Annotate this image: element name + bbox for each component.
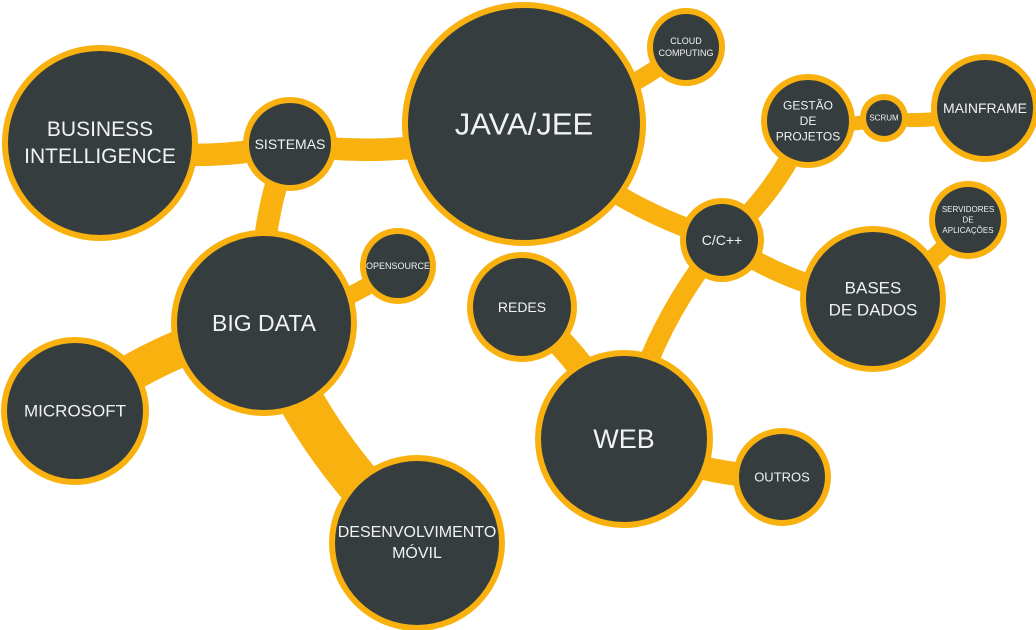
node-circle-microsoft — [7, 343, 143, 479]
node-redes[interactable]: REDES — [473, 258, 571, 356]
node-circle-sistemas — [249, 103, 331, 185]
node-sistemas[interactable]: SISTEMAS — [249, 103, 331, 185]
node-circle-mainframe — [937, 60, 1033, 156]
node-label-gestao: DE — [800, 114, 817, 128]
node-circle-gestao — [767, 80, 849, 162]
node-gestao[interactable]: GESTÃO DE PROJETOS — [767, 80, 849, 162]
node-circle-servidores — [935, 187, 1001, 253]
node-circle-mobile — [335, 461, 499, 625]
node-circle-bi — [8, 51, 192, 235]
node-java[interactable]: JAVA/JEE — [408, 8, 640, 240]
node-circle-cloud — [653, 14, 719, 80]
node-label-bigdata: BIG DATA — [212, 310, 317, 336]
node-circle-redes — [473, 258, 571, 356]
node-bi[interactable]: BUSINESS INTELLIGENCE — [8, 51, 192, 235]
node-label-mobile: DESENVOLVIMENTO — [338, 524, 497, 541]
node-label-sistemas: SISTEMAS — [255, 136, 326, 152]
node-label-servidores: DE — [962, 216, 973, 225]
node-label-bi: INTELLIGENCE — [24, 145, 176, 168]
nodes: BUSINESS INTELLIGENCE SISTEMAS JAVA/JEE CLOU… — [7, 8, 1033, 625]
node-label-java: JAVA/JEE — [455, 107, 593, 142]
node-label-opensource: OPENSOURCE — [366, 261, 430, 271]
node-circle-outros — [739, 434, 825, 520]
node-label-gestao: GESTÃO — [783, 98, 833, 112]
node-opensource[interactable]: OPENSOURCE — [366, 234, 430, 298]
node-label-redes: REDES — [498, 299, 546, 315]
node-circle-scrum — [866, 100, 902, 136]
node-circle-cpp — [686, 204, 758, 276]
node-label-scrum: SCRUM — [869, 114, 899, 123]
node-label-cpp: C/C++ — [702, 232, 742, 248]
node-web[interactable]: WEB — [541, 356, 707, 522]
node-label-gestao: PROJETOS — [776, 130, 840, 144]
node-circle-web — [541, 356, 707, 522]
node-label-mainframe: MAINFRAME — [943, 100, 1027, 116]
node-label-bases: DE DADOS — [829, 301, 918, 320]
node-label-mobile: MÓVIL — [392, 543, 442, 562]
node-circle-opensource — [366, 234, 430, 298]
node-label-outros: OUTROS — [754, 470, 810, 485]
node-bigdata[interactable]: BIG DATA — [177, 236, 351, 410]
node-scrum[interactable]: SCRUM — [866, 100, 902, 136]
node-bases[interactable]: BASES DE DADOS — [806, 232, 940, 366]
node-mobile[interactable]: DESENVOLVIMENTO MÓVIL — [335, 461, 499, 625]
node-label-servidores: SERVIDORES — [942, 205, 994, 214]
node-circle-bases — [806, 232, 940, 366]
node-label-bases: BASES — [845, 278, 902, 297]
node-label-cloud: CLOUD — [670, 36, 702, 46]
node-label-web: WEB — [593, 424, 655, 454]
node-outros[interactable]: OUTROS — [739, 434, 825, 520]
node-circle-bigdata — [177, 236, 351, 410]
node-label-cloud: COMPUTING — [659, 48, 714, 58]
node-label-microsoft: MICROSOFT — [24, 402, 126, 421]
node-label-bi: BUSINESS — [47, 118, 153, 141]
node-microsoft[interactable]: MICROSOFT — [7, 343, 143, 479]
node-label-servidores: APLICAÇÕES — [942, 226, 993, 235]
node-cloud[interactable]: CLOUD COMPUTING — [653, 14, 719, 80]
node-mainframe[interactable]: MAINFRAME — [937, 60, 1033, 156]
node-cpp[interactable]: C/C++ — [686, 204, 758, 276]
node-circle-java — [408, 8, 640, 240]
